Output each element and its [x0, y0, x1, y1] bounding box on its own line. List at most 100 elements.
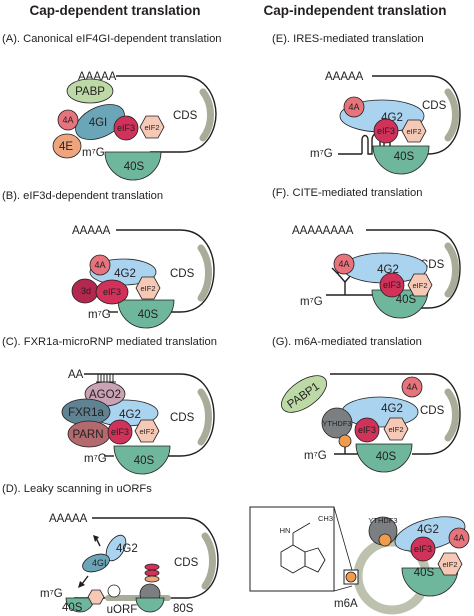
panel-f-polya: AAAAAAAA	[292, 225, 354, 237]
panel-g-eif4g2	[341, 396, 419, 428]
panel-f-eif2-label: eIF2	[412, 281, 427, 290]
panel-a-cds-label: CDS	[173, 110, 198, 122]
panel-d-arrow-down-head	[78, 581, 85, 588]
panel-c-eif3-label: eIF3	[111, 427, 129, 437]
panel-d-arrow-down	[81, 575, 89, 585]
panel-g-eif4a	[401, 376, 423, 398]
panel-e-eif2	[401, 119, 427, 143]
panel-c-caption: (C). FXR1a-microRNP mediated translation	[2, 336, 217, 348]
panel-d: (D). Leaky scanning in uORFs CDS AAAAA 4…	[2, 483, 219, 616]
panel-e-cds-label: CDS	[422, 100, 447, 112]
panel-b-eif4a-label: 4A	[94, 260, 105, 270]
panel-g-cap: m⁷G	[304, 450, 327, 462]
panel-f-eif2	[407, 273, 433, 297]
panel-a-cap: m⁷G	[82, 147, 105, 159]
panel-e-40s-subunit	[372, 145, 430, 175]
panel-c-eif2	[134, 419, 160, 443]
panel-b-40s-label: 40S	[138, 309, 159, 321]
panel-e-cap: m⁷G	[310, 148, 333, 160]
panel-h-ch3-label: CH3	[318, 514, 333, 523]
panel-b-eif2	[135, 276, 161, 300]
panel-g-eif4g2-label: 4G2	[381, 403, 403, 415]
panel-a-40s-subunit	[104, 151, 162, 181]
panel-g-40s-label: 40S	[376, 451, 397, 463]
panel-c-mrna	[84, 373, 215, 457]
panel-d-polya: AAAAA	[49, 513, 88, 525]
panel-g-eif3	[354, 417, 380, 443]
panel-f-eif4a	[333, 253, 355, 275]
panel-d-eif4g2-label: 4G2	[116, 543, 138, 555]
panel-f-mrna	[366, 229, 461, 309]
panel-e-eif3-label: eIF3	[377, 126, 395, 136]
panel-f-eif3	[379, 272, 405, 298]
panel-a-eif4gi	[75, 104, 125, 140]
panel-a-pabp	[66, 78, 114, 104]
panel-f-eif3-label: eIF3	[383, 280, 401, 290]
panel-d-factor-top	[144, 563, 160, 571]
panel-g-caption: (G). m6A-mediated translation	[272, 336, 422, 348]
panel-d-40s-label: 40S	[62, 602, 83, 614]
panel-a-eif4gi-label: 4GI	[89, 117, 108, 129]
panel-a-caption: (A). Canonical eIF4GI-dependent translat…	[2, 33, 222, 45]
panel-g-cds-bar	[444, 388, 459, 442]
panel-b-40s-subunit	[117, 299, 175, 329]
panel-d-80s-40s-part	[135, 597, 165, 613]
panel-c-parn-label: PARN	[72, 429, 103, 441]
header-cap-independent: Cap-independent translation	[263, 3, 446, 18]
panel-e-eif4a-label: 4A	[348, 102, 359, 112]
panel-d-mrna	[92, 517, 219, 599]
panel-b-eif4g2-label: 4G2	[114, 268, 136, 280]
panel-e-eif3	[373, 118, 399, 144]
panel-d-factor-mid	[144, 569, 160, 577]
panel-b-eif2-label: eIF2	[140, 284, 155, 293]
panel-g-eif4a-label: 4A	[406, 382, 417, 392]
panel-a-eif4a-label: 4A	[62, 115, 73, 125]
header-cap-dependent: Cap-dependent translation	[29, 3, 200, 18]
panel-c-40s-label: 40S	[134, 455, 155, 467]
panel-h-eif4a	[448, 527, 470, 549]
panel-g-eif3-label: eIF3	[358, 425, 376, 435]
panel-h-inset-box	[249, 506, 335, 592]
panel-h-eif3	[410, 536, 436, 562]
panel-c-cds-label: CDS	[170, 412, 195, 424]
panel-d-cap: m⁷G	[40, 588, 63, 600]
panel-c-polya: AA	[68, 369, 84, 381]
panel-c-cds-bar	[197, 388, 212, 446]
panel-b-cds-bar	[197, 244, 212, 302]
panel-b-eif3d-label: 3d	[81, 286, 91, 296]
panel-g-pabp1	[281, 375, 327, 413]
panel-c-ago2-label: AGO2	[89, 389, 121, 401]
panel-h-eif3-label: eIF3	[414, 544, 432, 554]
panel-g-cds-label: CDS	[420, 405, 445, 417]
panel-d-eif4gi	[82, 553, 110, 573]
panel-c-40s-subunit	[113, 445, 171, 475]
panel-a-eif3	[113, 115, 139, 141]
panel-d-eif4gi-label: 4GI	[92, 558, 107, 568]
panel-e-polya: AAAAA	[325, 71, 364, 83]
panel-e-cds-bar	[444, 88, 459, 142]
panel-a-eif4e	[52, 133, 82, 159]
panel-h-hn-label: HN	[280, 526, 291, 535]
panel-a-eif4e-label: 4E	[59, 141, 73, 153]
panel-c-cap: m⁷G	[84, 453, 107, 465]
panel-d-cds-bar	[201, 532, 216, 590]
panel-h-m6a-mark	[345, 571, 357, 583]
panel-a-mrna	[116, 75, 217, 153]
panel-b-cds-label: CDS	[170, 268, 195, 280]
panel-a-eif2-label: eIF2	[144, 123, 159, 132]
panel-d-eif2	[87, 589, 105, 605]
panel-d-caption: (D). Leaky scanning in uORFs	[2, 483, 152, 495]
panel-h-ythdf3-label: YTHDF3	[368, 516, 397, 525]
panel-d-arrow-up-head	[93, 535, 99, 542]
panel-f-40s-subunit	[371, 289, 429, 319]
panel-g: (G). m6A-mediated translation CDS 40S 4G…	[272, 336, 461, 473]
panel-d-cds-label: CDS	[174, 557, 199, 569]
panel-a-40s-label: 40S	[124, 161, 145, 173]
panel-c-fxr1a-label: FXR1a	[68, 407, 104, 419]
panel-d-uorf-label: uORF	[107, 604, 138, 616]
panel-d-80s-label: 80S	[173, 603, 194, 615]
panel-f-cds-bar	[444, 242, 459, 298]
panel-g-ythdf3-label: YTHDF3	[322, 419, 351, 428]
panel-f-caption: (F). CITE-mediated translation	[272, 187, 422, 199]
